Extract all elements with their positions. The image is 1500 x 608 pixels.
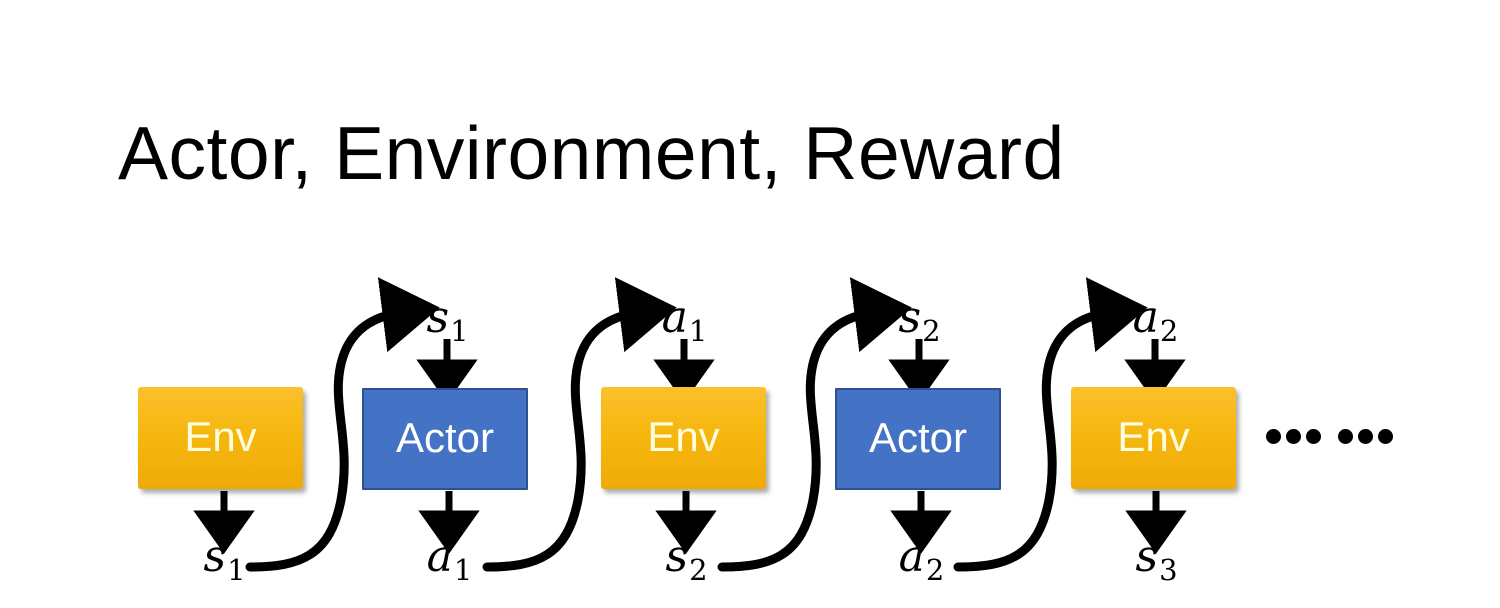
label-bottom-a2: a2	[899, 535, 945, 585]
label-top-a2-subscript: 2	[1159, 314, 1179, 348]
label-bottom-s1-symbol: s	[203, 531, 227, 582]
label-bottom-s1: s1	[203, 535, 245, 585]
label-bottom-a2-symbol: a	[898, 531, 925, 582]
label-bottom-a1-symbol: a	[426, 531, 453, 582]
node-env-2[interactable]: Env	[601, 387, 766, 489]
label-bottom-a2-subscript: 2	[925, 553, 945, 587]
ellipsis-dot	[1338, 429, 1353, 444]
node-actor-2[interactable]: Actor	[835, 388, 1001, 490]
node-env-1-label: Env	[184, 413, 257, 460]
label-top-a2-symbol: a	[1132, 292, 1159, 343]
ellipsis-gap	[1326, 436, 1333, 437]
label-top-s2-subscript: 2	[922, 314, 941, 348]
ellipsis-dot	[1266, 429, 1281, 444]
label-bottom-s2: s2	[665, 535, 707, 585]
page-title: Actor, Environment, Reward	[118, 111, 1065, 195]
label-bottom-s2-subscript: 2	[689, 553, 708, 587]
node-actor-2-label: Actor	[868, 414, 968, 461]
label-top-s1-symbol: s	[426, 292, 450, 343]
label-bottom-s2-symbol: s	[665, 531, 689, 582]
node-actor-1[interactable]: Actor	[362, 388, 528, 490]
ellipsis-dot	[1286, 429, 1301, 444]
label-bottom-s3-symbol: s	[1135, 531, 1159, 582]
label-bottom-s3: s3	[1135, 535, 1177, 585]
ellipsis-icon	[1266, 429, 1393, 444]
label-bottom-s1-subscript: 1	[227, 553, 246, 587]
node-actor-1-label: Actor	[395, 414, 495, 461]
node-env-3-label: Env	[1117, 413, 1190, 460]
label-top-a1-subscript: 1	[688, 314, 708, 348]
ellipsis-dot	[1306, 429, 1321, 444]
node-env-2-label: Env	[647, 413, 720, 460]
label-bottom-a1: a1	[427, 535, 473, 585]
label-top-s1: s1	[426, 296, 468, 346]
label-top-s2-symbol: s	[898, 292, 922, 343]
node-env-1[interactable]: Env	[138, 387, 303, 489]
label-bottom-s3-subscript: 3	[1159, 553, 1178, 587]
label-top-a1: a1	[662, 296, 708, 346]
label-top-s1-subscript: 1	[450, 314, 469, 348]
label-top-s2: s2	[898, 296, 940, 346]
label-top-a2: a2	[1133, 296, 1179, 346]
node-env-3[interactable]: Env	[1071, 387, 1236, 489]
label-bottom-a1-subscript: 1	[453, 553, 473, 587]
ellipsis-dot	[1378, 429, 1393, 444]
ellipsis-dot	[1358, 429, 1373, 444]
label-top-a1-symbol: a	[661, 292, 688, 343]
